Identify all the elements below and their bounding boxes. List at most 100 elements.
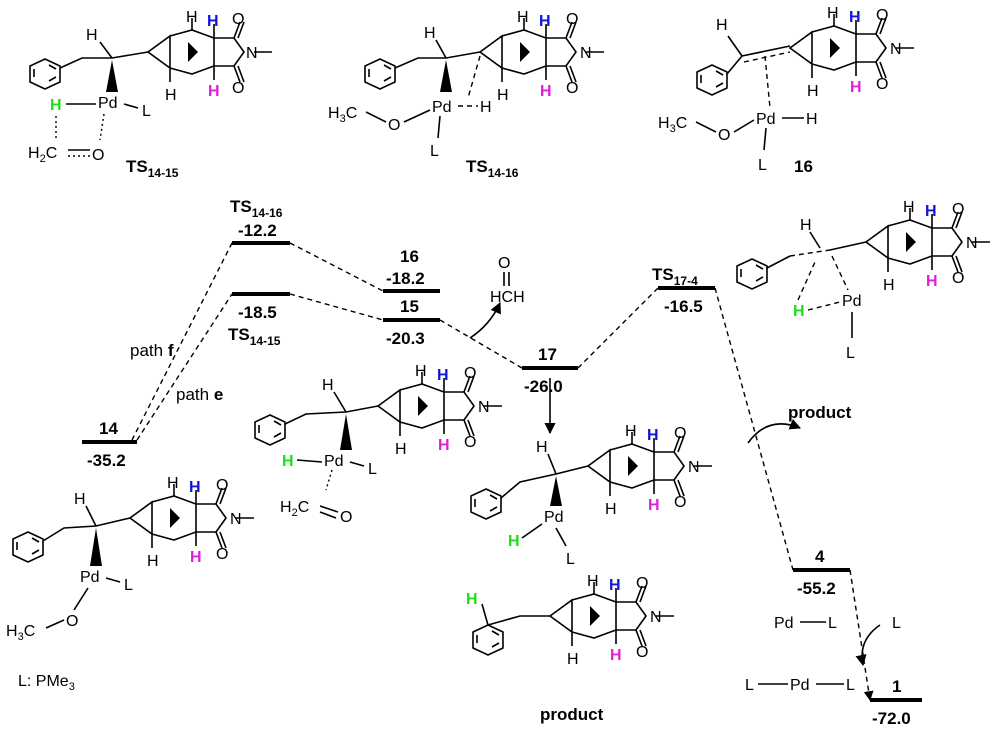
svg-text:O: O	[66, 613, 78, 630]
svg-text:H: H	[282, 453, 294, 470]
svg-text:H3C: H3C	[6, 623, 35, 643]
svg-text:O: O	[636, 644, 648, 661]
svg-text:O: O	[232, 11, 244, 28]
svg-text:L: L	[142, 103, 151, 120]
structure-15: H H H H H O O N H Pd L H2C O	[254, 363, 503, 526]
svg-text:H: H	[536, 439, 548, 456]
svg-text:L: L	[892, 615, 901, 632]
svg-text:H2C: H2C	[28, 145, 57, 165]
connector-15-17	[439, 319, 523, 369]
svg-text:O: O	[952, 201, 964, 218]
svg-text:L: PMe3: L: PMe3	[18, 673, 75, 693]
svg-text:Pd: Pd	[98, 95, 118, 112]
svg-text:O: O	[876, 76, 888, 93]
svg-text:Pd: Pd	[756, 111, 776, 128]
svg-text:H: H	[849, 9, 861, 26]
svg-text:H: H	[625, 423, 637, 440]
svg-text:L: L	[430, 143, 439, 160]
label-ts14-16: TS14-16	[230, 197, 283, 220]
svg-text:H: H	[925, 203, 937, 220]
svg-text:H2C: H2C	[280, 499, 309, 519]
svg-text:O: O	[464, 434, 476, 451]
svg-text:L: L	[846, 677, 855, 694]
svg-text:N: N	[230, 511, 242, 528]
svg-text:product: product	[788, 403, 852, 422]
svg-text:Pd: Pd	[544, 509, 564, 526]
connector-ts1415-15	[289, 293, 384, 321]
svg-text:O: O	[566, 11, 578, 28]
svg-text:L: L	[368, 461, 377, 478]
svg-text:Pd: Pd	[80, 569, 100, 586]
structure-ts14-15: H H H H H O O N Pd L H H2C O TS14-15	[28, 9, 273, 180]
energy-16: -18.2	[386, 269, 425, 288]
energy-levels	[82, 241, 922, 702]
structure-ts14-16: H H H H H O O N Pd H H3C O L TS14-16	[328, 9, 605, 180]
connector-ts1416-16	[289, 242, 384, 292]
svg-text:TS14-15: TS14-15	[126, 157, 179, 180]
ligand-add-arrow	[855, 624, 881, 667]
svg-text:H: H	[539, 13, 551, 30]
formaldehyde: O HCH	[490, 255, 525, 306]
svg-text:N: N	[890, 41, 902, 58]
svg-text:H: H	[648, 497, 660, 514]
svg-text:H: H	[806, 111, 818, 128]
svg-text:H: H	[850, 79, 862, 96]
hch-release-arrow	[469, 301, 501, 339]
svg-text:L: L	[758, 157, 767, 174]
svg-text:H: H	[508, 533, 520, 550]
svg-text:H: H	[186, 9, 198, 26]
svg-text:L: L	[745, 677, 754, 694]
svg-text:Pd: Pd	[842, 293, 862, 310]
svg-text:H: H	[50, 97, 62, 114]
energy-ts14-15: -18.5	[238, 303, 277, 322]
svg-text:N: N	[688, 459, 700, 476]
svg-text:H: H	[903, 199, 915, 216]
svg-text:O: O	[952, 270, 964, 287]
svg-text:H: H	[609, 577, 621, 594]
svg-text:H: H	[165, 87, 177, 104]
svg-text:H: H	[167, 475, 179, 492]
connector-ts174-4	[714, 287, 794, 571]
label-ts14-15: TS14-15	[228, 325, 281, 348]
svg-text:O: O	[216, 546, 228, 563]
path-e-label: path e	[176, 385, 223, 404]
label-15: 15	[400, 297, 419, 316]
svg-text:H: H	[827, 5, 839, 22]
svg-text:L: L	[828, 615, 837, 632]
svg-text:H: H	[567, 651, 579, 668]
svg-text:H3C: H3C	[658, 115, 687, 135]
path-f-label: path f	[130, 341, 174, 360]
svg-text:H: H	[793, 303, 805, 320]
svg-text:H: H	[497, 87, 509, 104]
connector-4-1	[849, 569, 874, 701]
level-labels: 14 -35.2 TS14-16 -12.2 -18.5 TS14-15 16 …	[87, 197, 911, 728]
svg-text:H: H	[86, 27, 98, 44]
svg-text:H: H	[926, 273, 938, 290]
svg-text:H: H	[147, 553, 159, 570]
svg-text:O: O	[216, 477, 228, 494]
structure-14: H H H H H O O N Pd L O H3C L: PMe3	[6, 475, 255, 693]
svg-text:L: L	[566, 551, 575, 568]
svg-text:H: H	[207, 13, 219, 30]
svg-text:H: H	[189, 479, 201, 496]
svg-text:H: H	[587, 573, 599, 590]
label-14: 14	[99, 419, 118, 438]
svg-text:N: N	[580, 45, 592, 62]
svg-text:H: H	[208, 83, 220, 100]
svg-text:N: N	[650, 609, 662, 626]
svg-text:product: product	[540, 705, 604, 724]
svg-text:H: H	[438, 437, 450, 454]
energy-ts17-4: -16.5	[664, 297, 703, 316]
svg-text:H: H	[540, 83, 552, 100]
svg-text:H: H	[190, 549, 202, 566]
svg-text:H: H	[610, 647, 622, 664]
energy-ts14-16: -12.2	[238, 221, 277, 240]
svg-text:N: N	[966, 235, 978, 252]
svg-text:O: O	[388, 117, 400, 134]
svg-text:L: L	[846, 345, 855, 362]
energy-15: -20.3	[386, 329, 425, 348]
product-arrow	[747, 419, 802, 444]
svg-text:O: O	[674, 425, 686, 442]
